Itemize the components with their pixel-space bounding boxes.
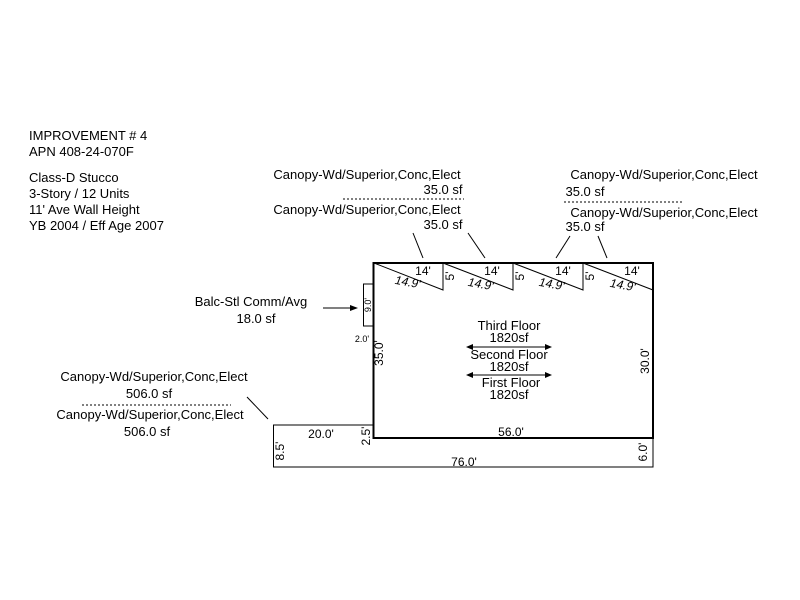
balcony-area: 18.0 sf (236, 311, 275, 326)
triangle-2-hyp-dim: 14.9' (467, 275, 495, 293)
canopy-left-leader-2 (467, 232, 486, 259)
triangle-1-hyp-dim: 14.9' (394, 273, 422, 291)
floor-2-arrow-left (466, 372, 473, 378)
story-units: 3-Story / 12 Units (29, 186, 130, 201)
floor-1-area: 1820sf (489, 387, 528, 402)
triangle-4-top-dim: 14' (624, 264, 640, 278)
front-canopy-outline (273, 424, 654, 468)
balcony-long-dim: 9.0' (363, 298, 373, 313)
floor-2-arrow-right (545, 372, 552, 378)
canopy-left-leader-1 (412, 232, 424, 259)
floor-2-area: 1820sf (489, 359, 528, 374)
year-built: YB 2004 / Eff Age 2007 (29, 218, 164, 233)
floor-1-name: First Floor (482, 375, 541, 390)
canopy-right-label-bottom: Canopy-Wd/Superior,Conc,Elect (570, 205, 758, 220)
triangle-1-top-dim: 14' (415, 264, 431, 278)
front-step-dim: 2.5' (359, 427, 373, 446)
building-class: Class-D Stucco (29, 170, 119, 185)
floor-2-name: Second Floor (470, 347, 548, 362)
balcony-short-dim: 2.0' (355, 334, 370, 344)
canopy-right-area-bottom: 35.0 sf (565, 219, 604, 234)
canopy-left-label-top: Canopy-Wd/Superior,Conc,Elect (273, 167, 461, 182)
balcony-label: Balc-Stl Comm/Avg (195, 294, 307, 309)
canopy-triangle-4 (582, 262, 654, 291)
triangle-2-top-dim: 14' (484, 264, 500, 278)
floor-3-arrow-right (545, 344, 552, 350)
canopy-triangle-2 (442, 262, 514, 291)
canopy-front-label-top: Canopy-Wd/Superior,Conc,Elect (60, 369, 248, 384)
triangle-3-hyp-dim: 14.9' (538, 275, 566, 293)
apn-number: APN 408-24-070F (29, 144, 134, 159)
canopy-left-area-top: 35.0 sf (423, 182, 462, 197)
canopy-front-area-bottom: 506.0 sf (124, 424, 171, 439)
top-canopy-triangles: 14' 14' 14' 14' 14.9' 14.9' 14.9' 14.9' … (373, 262, 654, 294)
canopy-right-label-top: Canopy-Wd/Superior,Conc,Elect (570, 167, 758, 182)
bottom-wall-dim: 56.0' (498, 425, 524, 439)
canopy-left-label-bottom: Canopy-Wd/Superior,Conc,Elect (273, 202, 461, 217)
floor-3-area: 1820sf (489, 330, 528, 345)
right-depth-dim: 6.0' (636, 443, 650, 462)
left-wall-dim: 35.0' (372, 340, 386, 366)
canopy-depth-dim: 8.5' (273, 442, 287, 461)
canopy-right-leader-1 (555, 235, 571, 259)
balcony-box (363, 283, 374, 327)
overall-width-dim: 76.0' (451, 455, 477, 469)
canopy-left-area-bottom: 35.0 sf (423, 217, 462, 232)
triangle-3-side-dim: 5' (583, 272, 597, 281)
improvement-info: IMPROVEMENT # 4 APN 408-24-070F Class-D … (29, 128, 164, 234)
triangle-4-hyp-dim: 14.9' (609, 276, 637, 294)
balcony-arrow (350, 305, 358, 311)
floor-3-name: Third Floor (478, 318, 542, 333)
triangle-2-side-dim: 5' (513, 272, 527, 281)
canopy-width-dim: 20.0' (308, 427, 334, 441)
canopy-right-leader-2 (597, 235, 608, 259)
triangle-3-top-dim: 14' (555, 264, 571, 278)
canopy-front-area-top: 506.0 sf (126, 386, 173, 401)
canopy-right-area-top: 35.0 sf (565, 184, 604, 199)
triangle-1-side-dim: 5' (443, 272, 457, 281)
canopy-triangle-3 (512, 262, 584, 291)
wall-height: 11' Ave Wall Height (29, 202, 140, 217)
canopy-triangle-1 (373, 262, 444, 291)
floor-labels: Third Floor 1820sf Second Floor 1820sf F… (466, 318, 552, 402)
improvement-number: IMPROVEMENT # 4 (29, 128, 148, 143)
canopy-front-label-bottom: Canopy-Wd/Superior,Conc,Elect (56, 407, 244, 422)
right-wall-dim: 30.0' (638, 348, 652, 374)
floor-3-arrow-left (466, 344, 473, 350)
canopy-front-leader (246, 396, 269, 420)
